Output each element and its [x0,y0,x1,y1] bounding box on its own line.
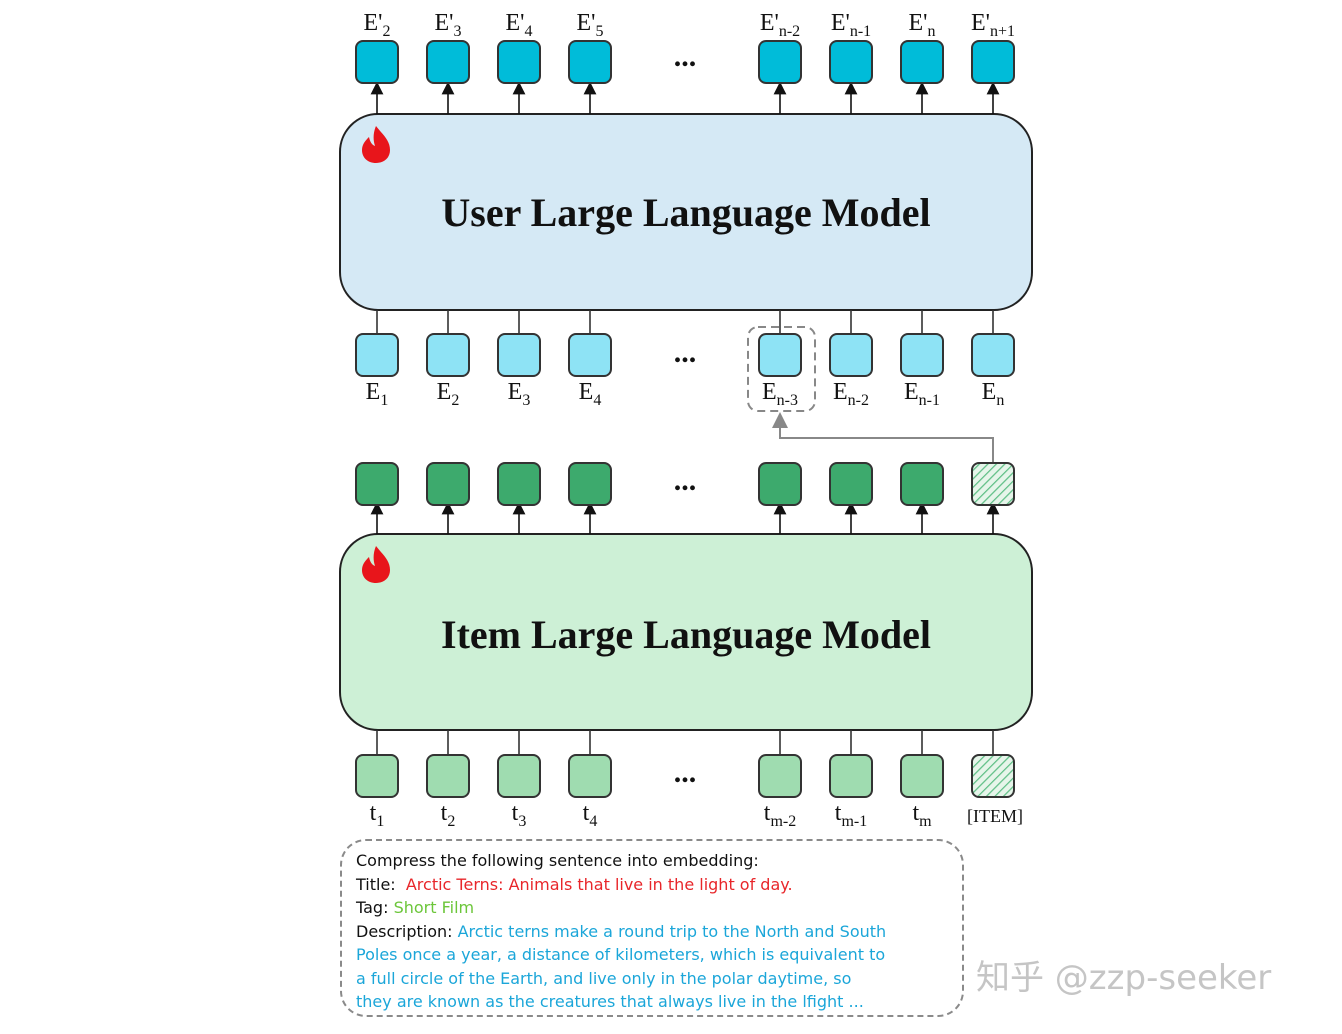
item-input-token [758,754,802,798]
user-output-embedding [758,40,802,84]
item-special-token [971,754,1015,798]
user-output-embedding [355,40,399,84]
item-input-label: t3 [512,800,527,830]
ellipsis-item-output: ... [674,464,697,497]
user-input-label: E1 [366,379,389,409]
item-input-token [900,754,944,798]
prompt-desc-label: Description: [356,921,453,941]
item-output-embedding [829,462,873,506]
item-output-embedding [497,462,541,506]
user-input-embedding [355,333,399,377]
item-input-token [497,754,541,798]
user-output-label: E'n-1 [831,10,871,40]
user-output-embedding [497,40,541,84]
item-input-token [426,754,470,798]
item-output-embedding [426,462,470,506]
user-llm-title: User Large Language Model [441,190,930,235]
watermark: 知乎 @zzp-seeker [976,958,1272,998]
user-output-label: E'5 [577,10,604,40]
ellipsis-user-input: ... [674,336,697,369]
user-input-label: En-3 [762,379,798,409]
user-llm-box [339,113,1033,311]
prompt-desc-line-4: they are known as the creatures that alw… [356,992,864,1011]
prompt-tag-label: Tag: [356,898,389,917]
item-input-token [829,754,873,798]
prompt-title-value: Arctic Terns: Animals that live in the l… [405,874,793,894]
user-output-label: E'3 [435,10,462,40]
prompt-text-box: Compress the following sentence into emb… [340,839,964,1017]
user-output-label: E'n [909,10,936,40]
item-to-user-connector [772,412,994,462]
item-output-embedding [758,462,802,506]
item-llm-title: Item Large Language Model [441,612,931,657]
item-input-token [568,754,612,798]
user-input-embedding [900,333,944,377]
user-output-embedding [971,40,1015,84]
user-input-embedding [758,333,802,377]
user-output-label: E'2 [364,10,391,40]
item-input-label: tm [912,800,932,830]
selected-embedding-highlight [747,326,816,412]
user-input-label: En-1 [904,379,940,409]
prompt-desc-line-3: a full circle of the Earth, and live onl… [356,968,852,988]
item-output-embedding [900,462,944,506]
item-input-label: tm-2 [764,800,796,830]
user-input-embedding [568,333,612,377]
user-output-label: E'n+1 [971,10,1015,40]
user-input-embedding [971,333,1015,377]
user-output-label: E'n-2 [760,10,800,40]
ellipsis-item-input: ... [674,756,697,789]
fire-icon [362,126,390,163]
item-input-token [355,754,399,798]
user-input-embedding [426,333,470,377]
item-input-label: t2 [441,800,456,830]
item-llm-box [339,533,1033,731]
user-input-label: E3 [508,379,531,409]
item-input-label: tm-1 [835,800,867,830]
item-output-item-embedding [971,462,1015,506]
prompt-tag-value: Short Film [393,898,475,917]
user-input-embedding [497,333,541,377]
prompt-intro: Compress the following sentence into emb… [356,851,759,870]
user-input-label: En [982,379,1005,409]
user-output-embedding [900,40,944,84]
fire-icon [362,546,390,583]
prompt-tag-row: Tag: Short Film [356,896,952,920]
item-special-token-label: [ITEM] [967,806,1023,826]
user-output-embedding [426,40,470,84]
prompt-title-row: Title: Arctic Terns: Animals that live i… [356,873,952,897]
user-input-embedding [829,333,873,377]
user-output-embedding [568,40,612,84]
ellipsis-user-output: ... [674,40,697,73]
item-input-label: t4 [583,800,598,830]
item-output-embedding [568,462,612,506]
item-input-label: t1 [370,800,385,830]
prompt-desc-line-1: Arctic terns make a round trip to the No… [457,921,887,941]
user-output-label: E'4 [506,10,533,40]
prompt-title-label: Title: [356,874,396,894]
prompt-desc-line-2: Poles once a year, a distance of kilomet… [356,945,886,964]
user-input-label: E4 [579,379,602,409]
item-output-embedding [355,462,399,506]
user-input-label: En-2 [833,379,869,409]
prompt-desc-row: Description: Arctic terns make a round t… [356,920,952,944]
user-input-label: E2 [437,379,460,409]
user-output-embedding [829,40,873,84]
